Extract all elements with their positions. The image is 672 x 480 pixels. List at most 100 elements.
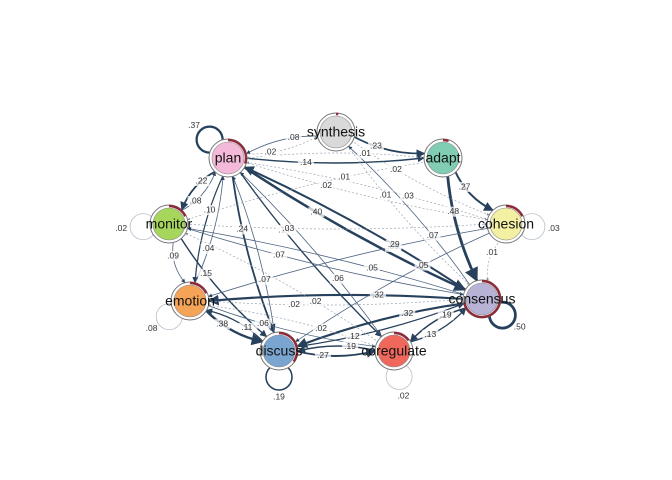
edge-label-layer: .08.23.02.14.22.10.24.40.02.14.08.09.15.… <box>115 120 560 402</box>
edge-label-plan-to-synthesis: .02 <box>264 147 276 157</box>
edge-label-plan-to-discuss: .24 <box>236 224 248 234</box>
edge-cohesion-to-plan <box>246 161 490 221</box>
edge-monitor-to-consensus <box>185 227 464 296</box>
node-label-consensus: consensus <box>449 291 516 307</box>
node-label-synthesis: synthesis <box>307 124 365 140</box>
edge-label-bg <box>165 251 182 261</box>
node-fill <box>211 141 245 175</box>
node-label-emotion: emotion <box>165 293 215 309</box>
edge-label-bg <box>364 263 380 273</box>
edge-label-bg <box>385 239 402 250</box>
node-emotion[interactable]: emotion <box>165 281 215 321</box>
edge-label-emotion-to-discuss: .38 <box>216 318 228 328</box>
edge-plan-to-consensus <box>242 165 467 291</box>
edge-coregulate-to-consensus <box>408 308 467 344</box>
node-monitor[interactable]: monitor <box>146 204 193 244</box>
node-fill <box>426 141 460 175</box>
edge-label-bg <box>198 268 215 279</box>
edge-monitor-to-plan <box>180 171 216 212</box>
edge-label-bg <box>399 308 416 319</box>
edge-label-bg <box>456 182 473 192</box>
self-loop-label-coregulate: .02 <box>397 390 409 400</box>
edge-label-bg <box>313 323 330 334</box>
node-adapt[interactable]: adapt <box>423 138 463 178</box>
self-loop-label-emotion: .08 <box>146 323 158 333</box>
edge-label-coregulate-to-discuss: .19 <box>344 341 356 351</box>
node-fill <box>173 284 207 318</box>
edge-cohesion-to-emotion <box>208 227 490 298</box>
edge-cohesion-to-consensus <box>486 239 502 282</box>
edge-label-adapt-to-consensus: .48 <box>447 206 459 216</box>
node-label-discuss: discuss <box>256 343 303 359</box>
edge-label-bg <box>342 341 359 352</box>
edge-label-adapt-to-cohesion: .27 <box>459 181 471 191</box>
node-pie-arc <box>168 204 187 217</box>
edge-consensus-to-plan <box>243 166 468 292</box>
edge-label-bg <box>187 196 204 206</box>
node-fill <box>262 334 296 368</box>
edge-label-plan-to-adapt: .14 <box>300 157 312 167</box>
edge-label-bg <box>424 230 441 241</box>
edge-plan-to-emotion <box>192 174 225 284</box>
node-fill <box>465 282 499 316</box>
node-label-plan: plan <box>215 150 241 166</box>
edge-label-bg <box>262 147 279 158</box>
edge-label-bg <box>201 205 218 216</box>
edge-label-bg <box>357 148 374 159</box>
edge-consensus-to-emotion <box>207 293 466 306</box>
edge-label-bg <box>336 172 353 183</box>
node-label-monitor: monitor <box>146 216 193 232</box>
edge-label-cohesion-to-plan: .03 <box>402 190 414 200</box>
node-label-coregulate: coregulate <box>361 343 427 359</box>
edge-label-plan-to-monitor: .22 <box>195 175 207 185</box>
edge-label-bg <box>280 223 297 234</box>
edge-label-plan-to-consensus: .40 <box>310 206 322 216</box>
edge-label-bg <box>437 310 454 321</box>
edge-plan-to-coregulate <box>238 170 383 338</box>
edge-layer <box>172 135 502 358</box>
edge-discuss-to-plan <box>232 176 276 335</box>
node-fill <box>319 115 353 149</box>
node-discuss[interactable]: discuss <box>256 331 303 371</box>
edge-label-bg <box>254 318 271 329</box>
edge-monitor-to-emotion <box>172 240 186 284</box>
node-cohesion[interactable]: cohesion <box>478 204 534 244</box>
edge-label-bg <box>377 190 394 201</box>
edge-label-bg <box>314 350 331 361</box>
edge-discuss-to-emotion <box>205 308 265 344</box>
node-consensus[interactable]: consensus <box>449 279 516 319</box>
edge-label-bg <box>399 191 416 202</box>
edge-label-monitor-to-discuss: .15 <box>200 268 212 278</box>
edge-label-plan-to-cohesion: .02 <box>320 180 332 190</box>
node-label-adapt: adapt <box>425 150 460 166</box>
edge-label-bg <box>367 141 384 152</box>
edge-label-discuss-to-consensus: .12 <box>348 331 360 341</box>
edge-label-cohesion-to-discuss: .05 <box>417 260 429 270</box>
edge-label-bg <box>422 329 439 340</box>
edge-label-bg <box>200 243 217 254</box>
self-loop-label-consensus: .50 <box>514 322 526 332</box>
edge-label-bg <box>369 290 386 301</box>
edge-label-monitor-to-consensus: .07 <box>273 249 285 259</box>
edge-label-bg <box>285 132 302 143</box>
edge-label-consensus-to-monitor: .05 <box>366 262 378 272</box>
node-pie-arc <box>463 279 502 319</box>
node-pie-arc <box>393 331 410 342</box>
edge-label-adapt-to-monitor: .01 <box>338 171 350 181</box>
edge-adapt-to-consensus <box>446 174 479 282</box>
edge-label-bg <box>345 331 362 342</box>
node-coregulate[interactable]: coregulate <box>361 331 427 371</box>
self-loop-layer <box>129 125 546 391</box>
edge-label-synthesis-to-consensus: .01 <box>379 190 391 200</box>
edge-label-bg <box>234 224 251 235</box>
node-synthesis[interactable]: synthesis <box>307 112 365 152</box>
edge-label-consensus-to-coregulate: .19 <box>440 309 452 319</box>
edge-label-bg <box>271 250 287 260</box>
self-loop-label-monitor: .02 <box>115 223 127 233</box>
edge-label-coregulate-to-emotion: .02 <box>315 323 327 333</box>
edge-consensus-to-monitor <box>187 227 466 296</box>
edge-label-bg <box>286 299 303 310</box>
node-plan[interactable]: plan <box>208 138 248 178</box>
edge-synthesis-to-consensus <box>346 144 470 285</box>
